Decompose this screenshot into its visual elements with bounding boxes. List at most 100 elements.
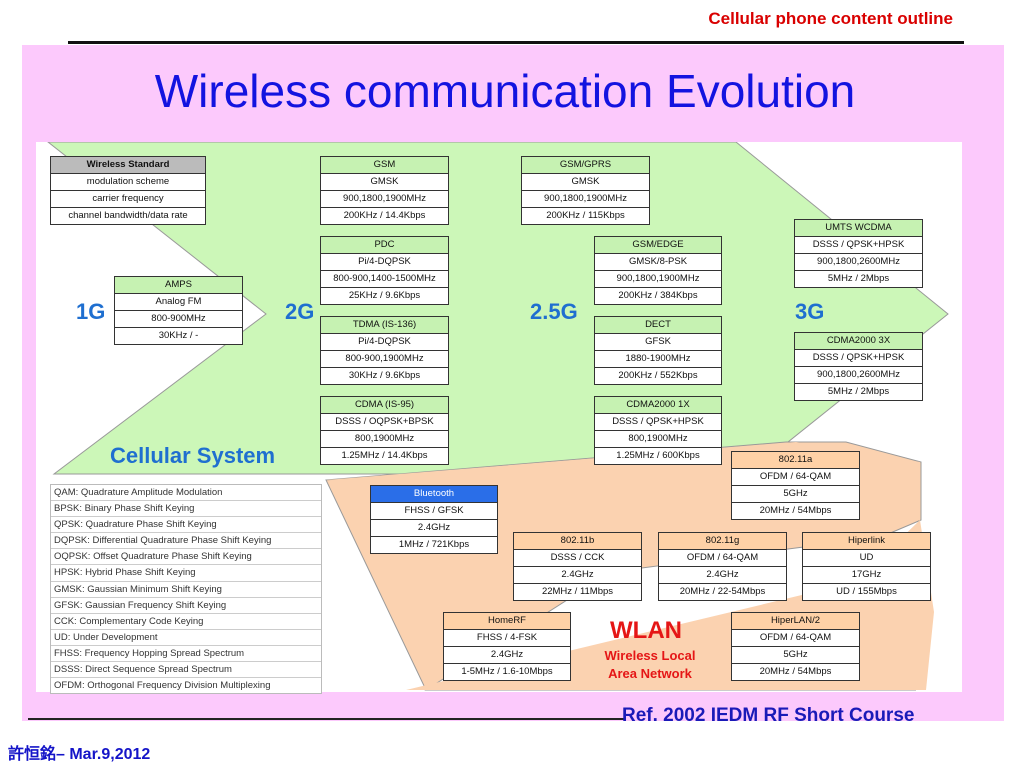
card-row: PDC — [321, 237, 448, 253]
card-80211a: 802.11a OFDM / 64-QAM 5GHz 20MHz / 54Mbp… — [731, 451, 860, 520]
card-row: GSM/GPRS — [522, 157, 649, 173]
card-hiperlan2: HiperLAN/2 OFDM / 64-QAM 5GHz 20MHz / 54… — [731, 612, 860, 681]
abbreviation-item: UD: Under Development — [51, 628, 321, 645]
card-row: GMSK/8-PSK — [595, 253, 721, 270]
card-row: 800-900MHz — [115, 310, 242, 327]
card-tdma: TDMA (IS-136) Pi/4-DQPSK 800-900,1900MHz… — [320, 316, 449, 385]
card-80211b: 802.11b DSSS / CCK 2.4GHz 22MHz / 11Mbps — [513, 532, 642, 601]
card-gsm-gprs: GSM/GPRS GMSK 900,1800,1900MHz 200KHz / … — [521, 156, 650, 225]
card-row: 1.25MHz / 14.4Kbps — [321, 447, 448, 464]
card-row: Pi/4-DQPSK — [321, 253, 448, 270]
card-row: Bluetooth — [371, 486, 497, 502]
card-row: 1-5MHz / 1.6-10Mbps — [444, 663, 570, 680]
card-row: 2.4GHz — [659, 566, 786, 583]
card-row: 5GHz — [732, 485, 859, 502]
card-cdma2000-1x: CDMA2000 1X DSSS / QPSK+HPSK 800,1900MHz… — [594, 396, 722, 465]
abbreviation-item: CCK: Complementary Code Keying — [51, 612, 321, 629]
author-date: 許恒銘– Mar.9,2012 — [8, 746, 151, 763]
card-row: 800,1900MHz — [595, 430, 721, 447]
card-gsm: GSM GMSK 900,1800,1900MHz 200KHz / 14.4K… — [320, 156, 449, 225]
card-row: GFSK — [595, 333, 721, 350]
card-row: Hiperlink — [803, 533, 930, 549]
card-row: 30KHz / 9.6Kbps — [321, 367, 448, 384]
gen-label-3g: 3G — [795, 299, 825, 324]
card-row: GSM — [321, 157, 448, 173]
cellular-system-label: Cellular System — [110, 443, 276, 468]
card-row: 900,1800,2600MHz — [795, 366, 922, 383]
card-row: 800,1900MHz — [321, 430, 448, 447]
abbreviation-item: FHSS: Frequency Hopping Spread Spectrum — [51, 644, 321, 661]
card-row: 200KHz / 552Kbps — [595, 367, 721, 384]
card-homerf: HomeRF FHSS / 4-FSK 2.4GHz 1-5MHz / 1.6-… — [443, 612, 571, 681]
card-row: DSSS / CCK — [514, 549, 641, 566]
bottom-rule — [28, 718, 624, 720]
card-row: FHSS / 4-FSK — [444, 629, 570, 646]
wlan-label: WLAN — [610, 617, 682, 644]
card-row: 5MHz / 2Mbps — [795, 383, 922, 400]
legend-row: channel bandwidth/data rate — [51, 207, 205, 224]
card-row: OFDM / 64-QAM — [659, 549, 786, 566]
card-amps: AMPS Analog FM 800-900MHz 30KHz / - — [114, 276, 243, 345]
card-row: GSM/EDGE — [595, 237, 721, 253]
wlan-sub-label-1: Wireless Local — [604, 648, 696, 663]
card-row: UD — [803, 549, 930, 566]
card-row: 802.11g — [659, 533, 786, 549]
abbreviation-item: HPSK: Hybrid Phase Shift Keying — [51, 564, 321, 580]
reference-text: Ref. 2002 IEDM RF Short Course — [622, 705, 915, 726]
card-row: OFDM / 64-QAM — [732, 468, 859, 485]
card-row: 1MHz / 721Kbps — [371, 536, 497, 553]
card-row: CDMA2000 1X — [595, 397, 721, 413]
wlan-sub-label-2: Area Network — [608, 666, 692, 681]
card-row: HiperLAN/2 — [732, 613, 859, 629]
card-row: 802.11a — [732, 452, 859, 468]
card-row: 900,1800,1900MHz — [321, 190, 448, 207]
card-row: 800-900,1900MHz — [321, 350, 448, 367]
card-gsm-edge: GSM/EDGE GMSK/8-PSK 900,1800,1900MHz 200… — [594, 236, 722, 305]
legend-row: modulation scheme — [51, 173, 205, 190]
card-row: GMSK — [522, 173, 649, 190]
card-row: 200KHz / 14.4Kbps — [321, 207, 448, 224]
card-row: OFDM / 64-QAM — [732, 629, 859, 646]
abbreviation-item: QAM: Quadrature Amplitude Modulation — [54, 487, 223, 498]
card-row: HomeRF — [444, 613, 570, 629]
card-row: 2.4GHz — [444, 646, 570, 663]
abbreviation-list: QAM: Quadrature Amplitude Modulation BPS… — [50, 484, 322, 695]
card-umts-wcdma: UMTS WCDMA DSSS / QPSK+HPSK 900,1800,260… — [794, 219, 923, 288]
card-row: 1.25MHz / 600Kbps — [595, 447, 721, 464]
section-header: Cellular phone content outline — [708, 9, 953, 28]
card-row: CDMA2000 3X — [795, 333, 922, 349]
abbreviation-item: DQPSK: Differential Quadrature Phase Shi… — [51, 532, 321, 548]
card-row: 22MHz / 11Mbps — [514, 583, 641, 600]
card-row: UD / 155Mbps — [803, 583, 930, 600]
card-row: CDMA (IS-95) — [321, 397, 448, 413]
legend-row: Wireless Standard — [51, 157, 205, 173]
card-row: DECT — [595, 317, 721, 333]
gen-label-1g: 1G — [76, 299, 106, 324]
card-row: DSSS / OQPSK+BPSK — [321, 413, 448, 430]
card-row: 30KHz / - — [115, 327, 242, 344]
card-row: 200KHz / 115Kbps — [522, 207, 649, 224]
card-row: 802.11b — [514, 533, 641, 549]
card-row: Analog FM — [115, 293, 242, 310]
card-row: 20MHz / 54Mbps — [732, 502, 859, 519]
card-row: DSSS / QPSK+HPSK — [795, 236, 922, 253]
card-cdma-is95: CDMA (IS-95) DSSS / OQPSK+BPSK 800,1900M… — [320, 396, 449, 465]
card-row: 2.4GHz — [371, 519, 497, 536]
abbreviation-item: DSSS: Direct Sequence Spread Spectrum — [51, 661, 321, 677]
card-row: 20MHz / 22-54Mbps — [659, 583, 786, 600]
card-row: DSSS / QPSK+HPSK — [795, 349, 922, 366]
card-row: GMSK — [321, 173, 448, 190]
abbreviation-item: OFDM: Orthogonal Frequency Division Mult… — [51, 677, 321, 693]
gen-label-2-5g: 2.5G — [530, 299, 578, 324]
abbreviation-item: GMSK: Gaussian Minimum Shift Keying — [51, 580, 321, 597]
card-row: 900,1800,1900MHz — [522, 190, 649, 207]
gen-label-2g: 2G — [285, 299, 315, 324]
card-dect: DECT GFSK 1880-1900MHz 200KHz / 552Kbps — [594, 316, 722, 385]
card-row: Pi/4-DQPSK — [321, 333, 448, 350]
slide-title: Wireless communication Evolution — [154, 65, 856, 117]
card-row: AMPS — [115, 277, 242, 293]
card-row: 900,1800,1900MHz — [595, 270, 721, 287]
card-row: FHSS / GFSK — [371, 502, 497, 519]
card-cdma2000-3x: CDMA2000 3X DSSS / QPSK+HPSK 900,1800,26… — [794, 332, 923, 401]
card-row: 5GHz — [732, 646, 859, 663]
